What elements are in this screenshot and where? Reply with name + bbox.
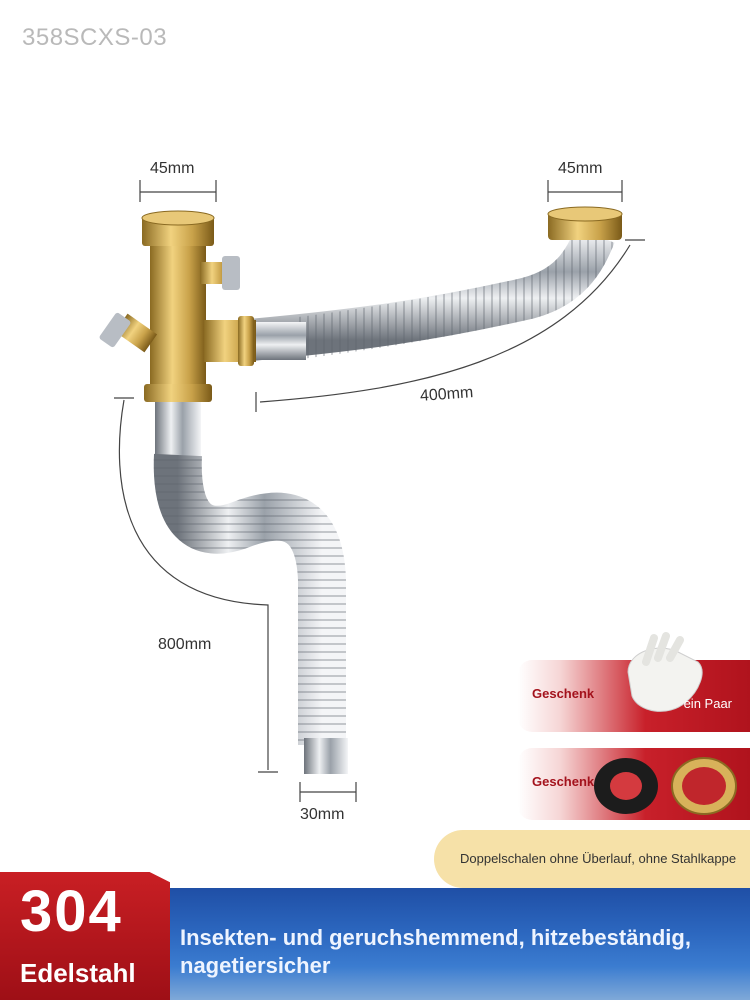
- badge-number: 304: [20, 879, 123, 944]
- rings-icon: [594, 757, 737, 815]
- gift-gloves: Geschenk ein Paar: [518, 632, 750, 732]
- dim-bottom-width: 30mm: [300, 806, 345, 823]
- product-code: 358SCXS-03: [22, 24, 168, 51]
- gloves-icon: [627, 632, 703, 712]
- dim-vertical-length: 800mm: [158, 636, 212, 653]
- badge-material: Edelstahl: [20, 958, 136, 988]
- dim-top-right-width: 45mm: [558, 160, 603, 177]
- dimension-lines: [114, 180, 645, 802]
- top-right-nut: [547, 206, 623, 240]
- gift-rings: Geschenk: [518, 748, 750, 820]
- gift-note: ein Paar: [683, 696, 732, 711]
- gift-label: Geschenk: [532, 774, 595, 789]
- gift-label: Geschenk: [532, 686, 595, 701]
- product-note-text: Doppelschalen ohne Überlauf, ohne Stahlk…: [460, 851, 737, 866]
- dim-top-left-width: 45mm: [150, 160, 195, 177]
- vertical-hose: [153, 400, 348, 774]
- dim-horizontal-length: 400mm: [419, 384, 474, 405]
- product-note: Doppelschalen ohne Überlauf, ohne Stahlk…: [434, 830, 750, 888]
- material-badge: 304 Edelstahl: [0, 872, 170, 1000]
- feature-banner-text: Insekten- und geruchshemmend, hitzebestä…: [180, 925, 691, 978]
- horizontal-hose: [246, 227, 615, 361]
- brass-connector: [99, 210, 256, 402]
